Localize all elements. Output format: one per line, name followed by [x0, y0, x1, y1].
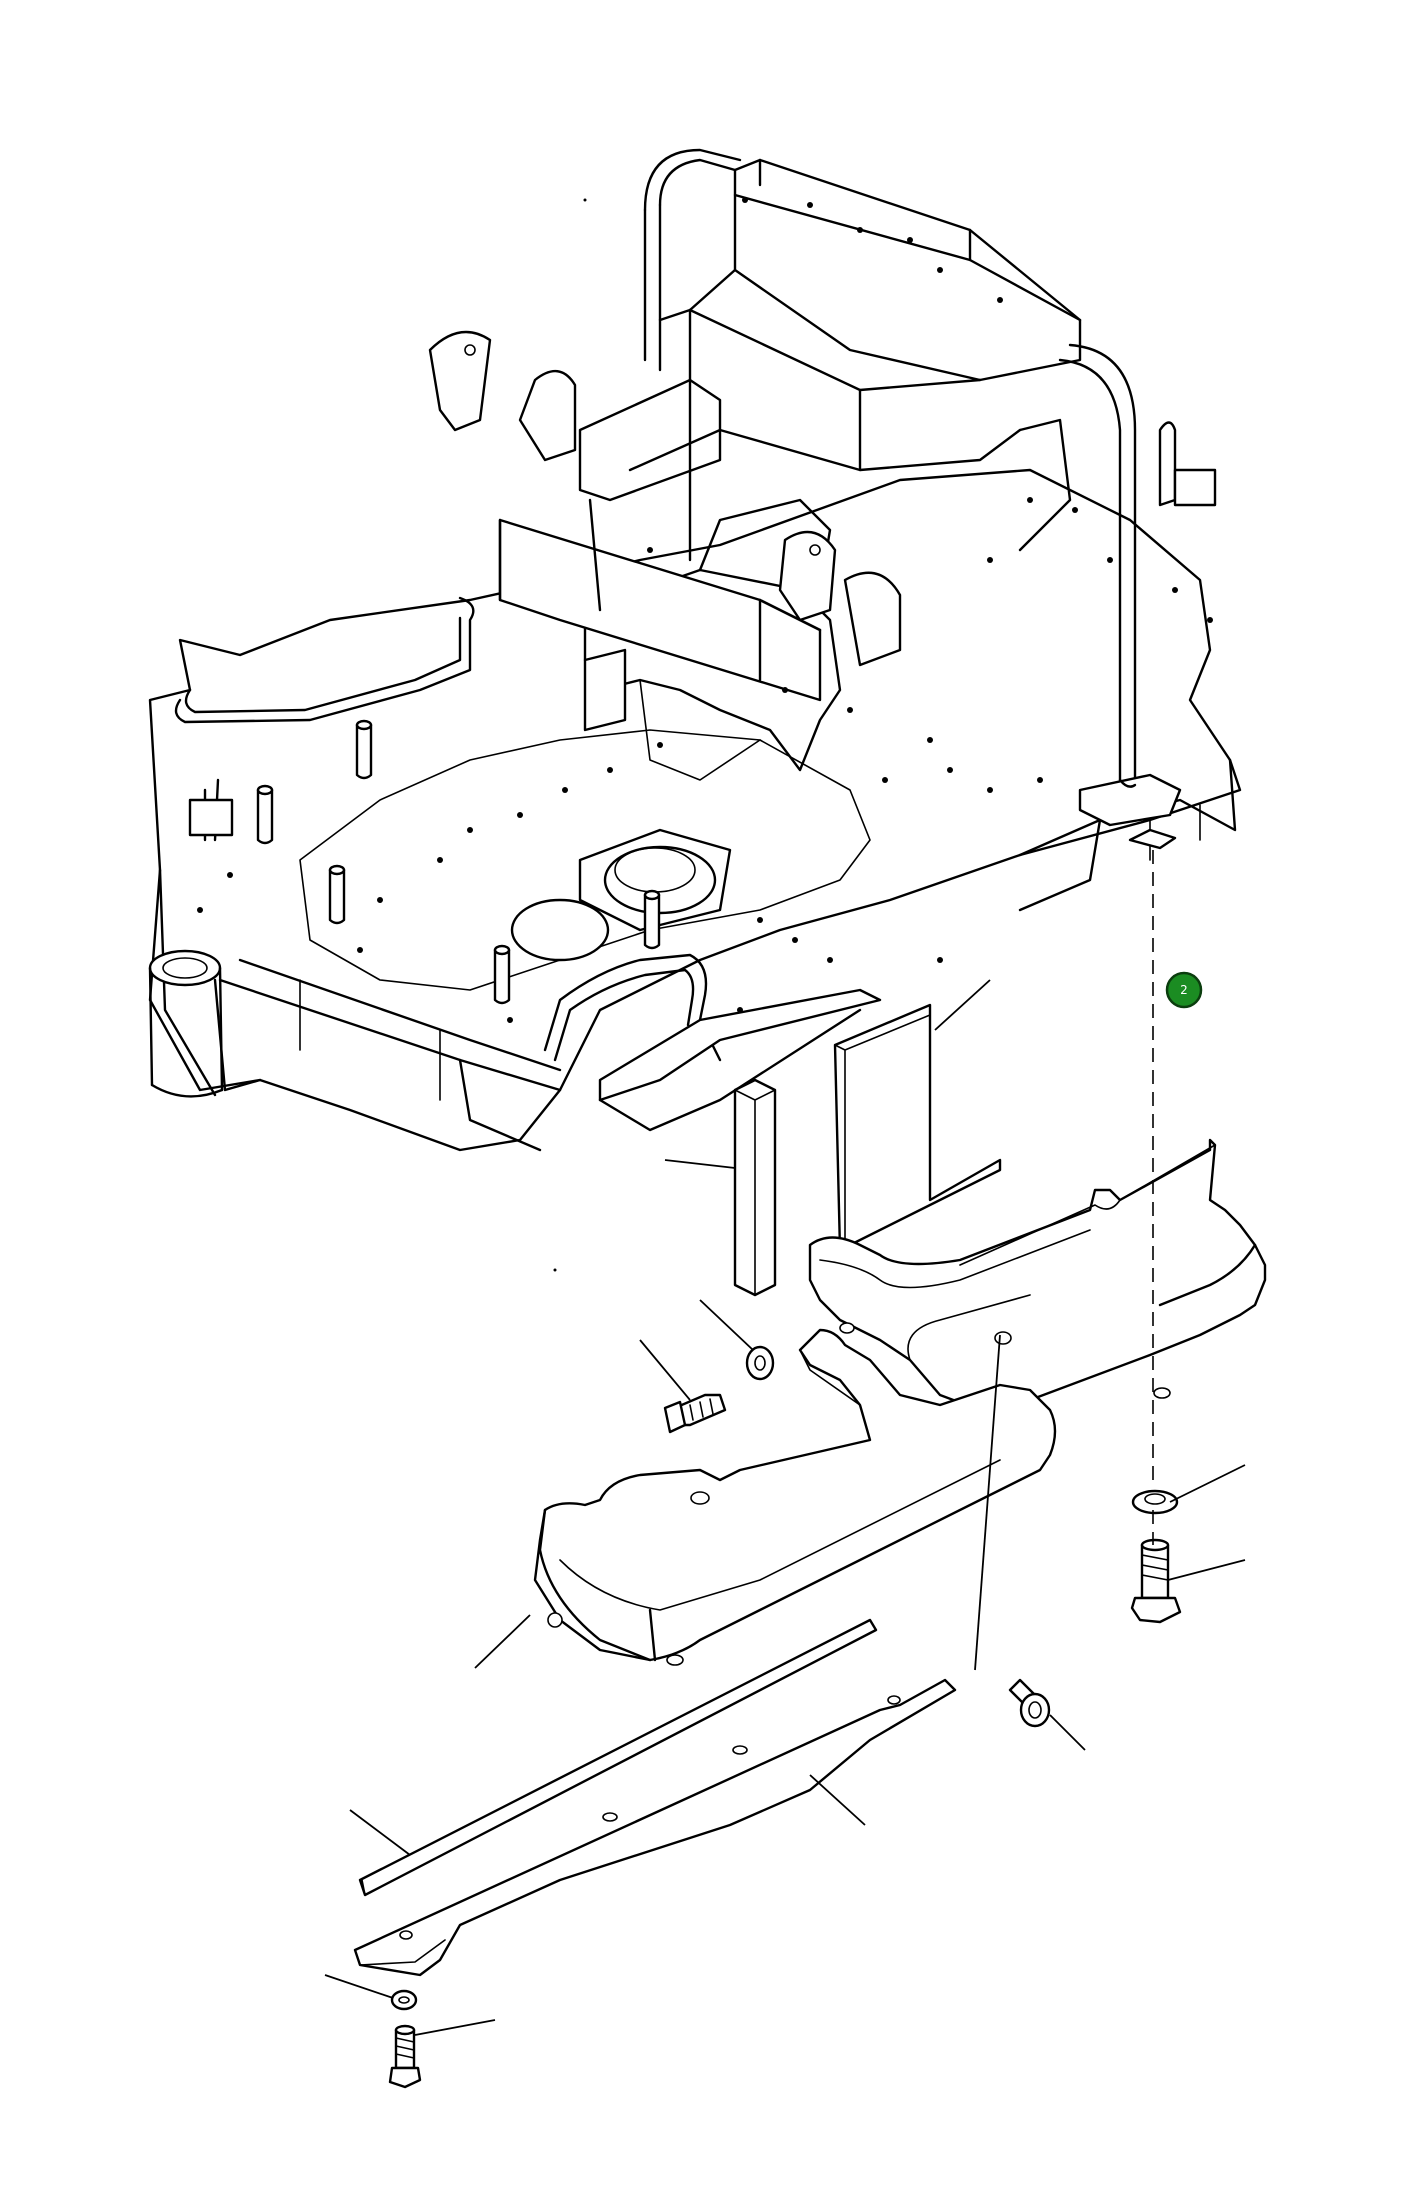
bolt-right [1130, 1538, 1182, 1624]
upper-cover-shell [808, 1138, 1267, 1412]
deck-holes [197, 197, 1213, 1023]
callout-circle[interactable] [1165, 971, 1203, 1009]
plug-grommet [1008, 1678, 1051, 1728]
callout-label: 2 [1180, 983, 1188, 997]
strip-plate-lower [353, 1678, 957, 1977]
callout-badge-2[interactable]: 2 [1165, 971, 1203, 1009]
exploded-parts [353, 1003, 1267, 2089]
rubber-sheet [833, 1003, 1002, 1252]
bolt-upper-left [663, 1393, 727, 1434]
washer-bottom [390, 1989, 418, 2011]
deck-posts [256, 719, 661, 1005]
upper-frame-assembly [148, 148, 1242, 1152]
lower-counterweight-shell [533, 1328, 1057, 1662]
washer-right [1131, 1489, 1179, 1515]
washer-upper-left [745, 1345, 775, 1381]
leader-lines [324, 198, 1246, 2036]
mounting-brackets [428, 330, 1217, 667]
bolt-bottom [388, 2024, 422, 2089]
